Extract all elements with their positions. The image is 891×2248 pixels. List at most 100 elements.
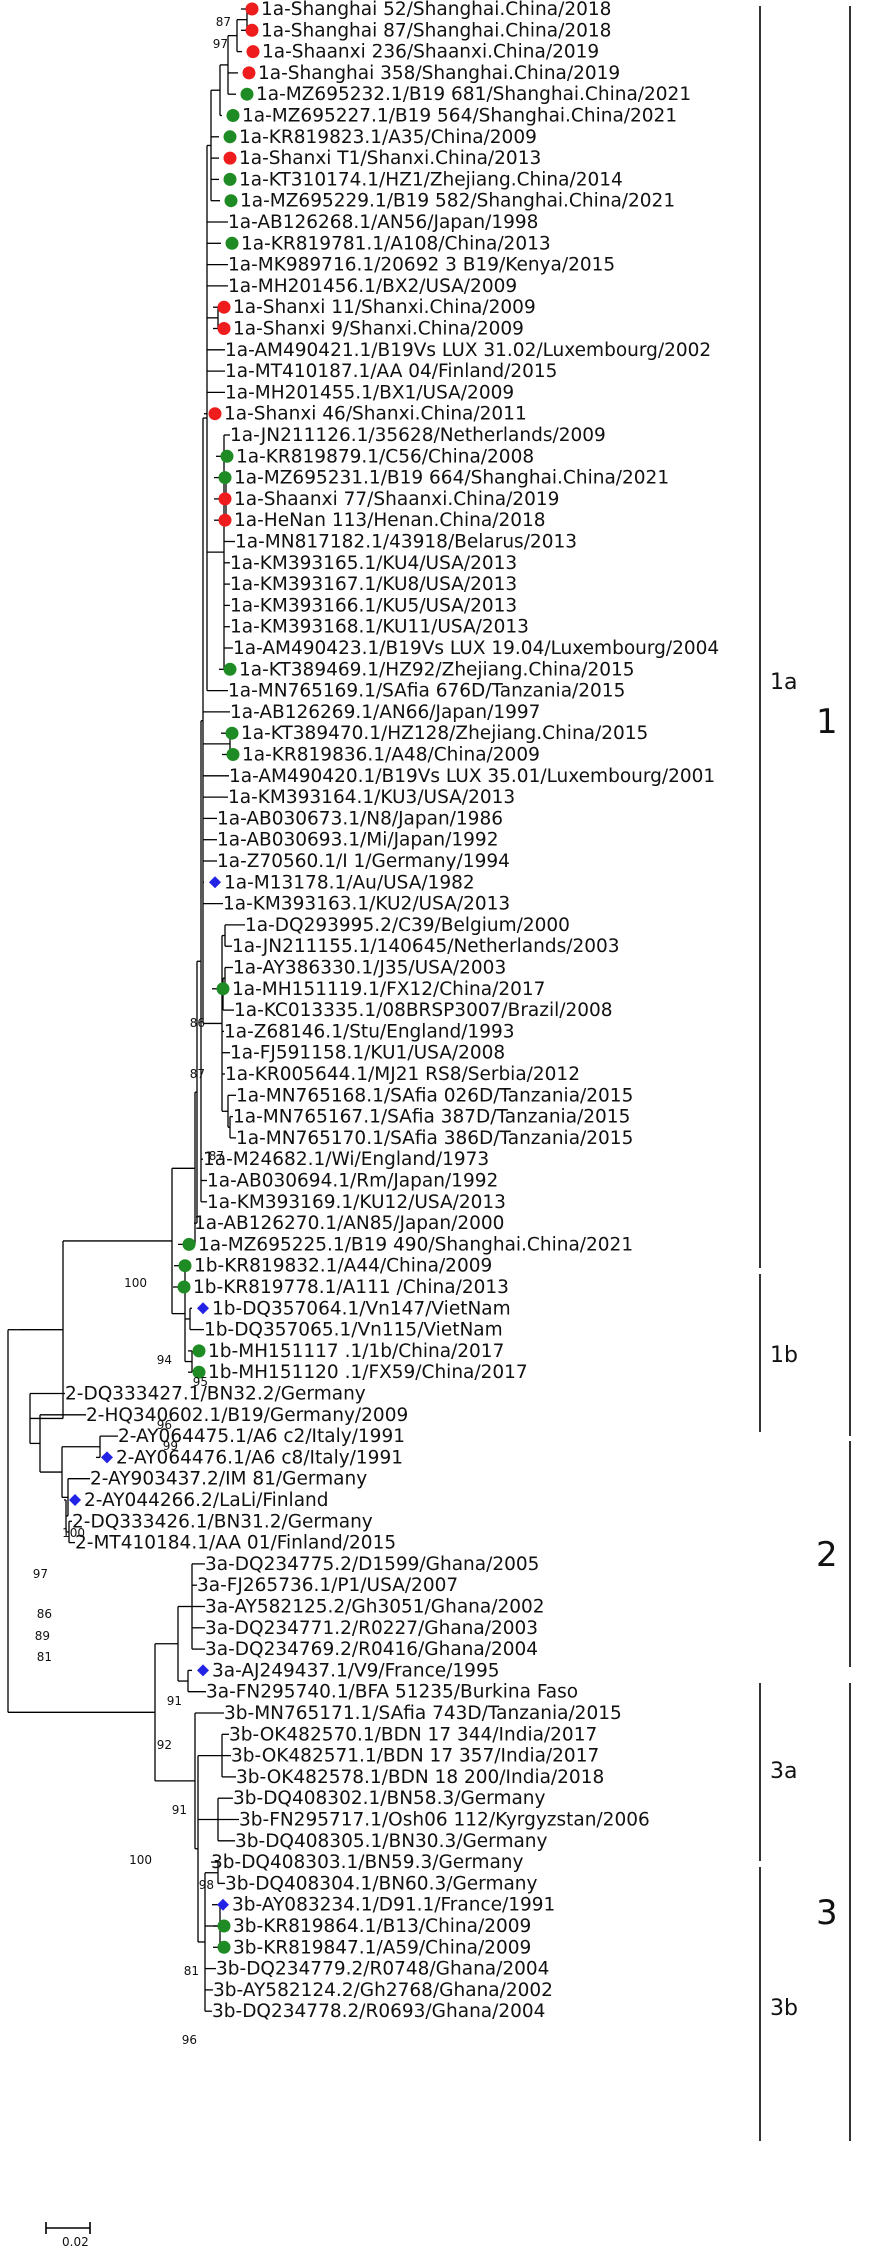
- list-item: 1a-JN211126.1/35628/Netherlands/2009: [230, 425, 606, 446]
- list-item: 3b-AY582124.2/Gh2768/Ghana/2002: [213, 1980, 553, 2001]
- leaf-label: 2-MT410184.1/AA 01/Finland/2015: [75, 1533, 396, 1554]
- leaf-label: 1a-KM393165.1/KU4/USA/2013: [230, 553, 517, 574]
- list-item: 3a-FN295740.1/BFA 51235/Burkina Faso: [206, 1682, 578, 1703]
- list-item: 1a-Shanghai 52/Shanghai.China/2018: [245, 0, 611, 20]
- bootstrap-value: 98: [199, 1878, 214, 1892]
- blue-diamond-icon: [69, 1494, 81, 1506]
- leaf-labels: 1a-Shanghai 52/Shanghai.China/20181a-Sha…: [65, 0, 719, 2022]
- bootstrap-value: 97: [33, 1567, 48, 1581]
- leaf-label: 1a-KR819836.1/A48/China/2009: [242, 745, 540, 766]
- list-item: 1b-MH151120 .1/FX59/China/2017: [192, 1362, 528, 1383]
- leaf-label: 1a-AM490423.1/B19Vs LUX 19.04/Luxembourg…: [233, 638, 719, 659]
- tree-branches: [7, 8, 248, 2012]
- leaf-label: 3b-OK482570.1/BDN 17 344/India/2017: [229, 1724, 597, 1745]
- list-item: 1a-Z68146.1/Stu/England/1993: [224, 1021, 515, 1042]
- leaf-label: 2-AY903437.2/IM 81/Germany: [90, 1469, 367, 1490]
- list-item: 1a-AB126269.1/AN66/Japan/1997: [230, 702, 540, 723]
- list-item: 1a-AY386330.1/J35/USA/2003: [233, 958, 506, 979]
- list-item: 1a-AM490420.1/B19Vs LUX 35.01/Luxembourg…: [229, 766, 715, 787]
- list-item: 1a-Z70560.1/I 1/Germany/1994: [217, 851, 510, 872]
- bootstrap-value: 100: [62, 1526, 85, 1540]
- leaf-label: 3b-KR819864.1/B13/China/2009: [233, 1916, 531, 1937]
- bootstrap-value: 81: [37, 1650, 52, 1664]
- green-circle-icon: [217, 1919, 231, 1933]
- leaf-label: 1a-Z68146.1/Stu/England/1993: [224, 1021, 515, 1042]
- leaf-label: 1a-JN211126.1/35628/Netherlands/2009: [230, 425, 606, 446]
- leaf-label: 1a-AB030693.1/Mi/Japan/1992: [217, 830, 498, 851]
- list-item: 1a-Shanghai 87/Shanghai.China/2018: [245, 20, 611, 41]
- list-item: 1a-Shanxi 11/Shanxi.China/2009: [217, 297, 536, 318]
- leaf-label: 1a-MZ695227.1/B19 564/Shanghai.China/202…: [242, 106, 677, 127]
- leaf-label: 1a-MN765168.1/SAfia 026D/Tanzania/2015: [236, 1085, 633, 1106]
- bootstrap-value: 87: [209, 1149, 224, 1163]
- list-item: 3a-FJ265736.1/P1/USA/2007: [197, 1575, 458, 1596]
- list-item: 1b-DQ357064.1/Vn147/VietNam: [197, 1298, 511, 1319]
- bootstrap-value: 81: [184, 1964, 199, 1978]
- list-item: 1b-KR819778.1/A111 /China/2013: [177, 1277, 509, 1298]
- leaf-label: 3b-AY083234.1/D91.1/France/1991: [232, 1895, 555, 1916]
- leaf-label: 3b-DQ408304.1/BN60.3/Germany: [225, 1873, 538, 1894]
- scale-bar-label: 0.02: [62, 2235, 89, 2248]
- leaf-label: 3b-OK482571.1/BDN 17 357/India/2017: [231, 1746, 599, 1767]
- leaf-label: 1a-HeNan 113/Henan.China/2018: [234, 510, 546, 531]
- leaf-label: 2-HQ340602.1/B19/Germany/2009: [86, 1405, 408, 1426]
- red-circle-icon: [217, 322, 231, 335]
- leaf-label: 1a-KR819781.1/A108/China/2013: [241, 233, 551, 254]
- leaf-label: 3b-DQ408305.1/BN30.3/Germany: [235, 1831, 548, 1852]
- list-item: 2-AY064476.1/A6 c8/Italy/1991: [101, 1447, 403, 1468]
- bootstrap-value: 87: [190, 1067, 205, 1081]
- list-item: 3a-DQ234775.2/D1599/Ghana/2005: [205, 1554, 539, 1575]
- list-item: 1a-MH151119.1/FX12/China/2017: [216, 979, 545, 1000]
- leaf-label: 1a-AM490421.1/B19Vs LUX 31.02/Luxembourg…: [225, 340, 711, 361]
- green-circle-icon: [220, 449, 234, 463]
- leaf-label: 1a-KM393167.1/KU8/USA/2013: [230, 574, 517, 595]
- list-item: 1a-AM490421.1/B19Vs LUX 31.02/Luxembourg…: [225, 340, 711, 361]
- leaf-label: 1b-KR819832.1/A44/China/2009: [194, 1256, 492, 1277]
- red-circle-icon: [245, 23, 259, 37]
- leaf-label: 1a-DQ293995.2/C39/Belgium/2000: [245, 915, 570, 936]
- leaf-label: 1a-MH201456.1/BX2/USA/2009: [228, 276, 517, 297]
- list-item: 3b-FN295717.1/Osh06 112/Kyrgyzstan/2006: [239, 1810, 650, 1831]
- list-item: 1a-M13178.1/Au/USA/1982: [209, 872, 475, 893]
- red-circle-icon: [246, 45, 260, 59]
- list-item: 1a-KT310174.1/HZ1/Zhejiang.China/2014: [223, 169, 623, 190]
- bootstrap-value: 94: [157, 1353, 172, 1367]
- list-item: 3b-KR819847.1/A59/China/2009: [217, 1937, 531, 1958]
- bootstrap-value: 96: [182, 2033, 197, 2047]
- leaf-label: 3b-OK482578.1/BDN 18 200/India/2018: [236, 1767, 604, 1788]
- list-item: 1a-MZ695231.1/B19 664/Shanghai.China/202…: [218, 468, 669, 489]
- green-circle-icon: [217, 1940, 231, 1954]
- red-circle-icon: [218, 492, 232, 506]
- list-item: 1a-MZ695232.1/B19 681/Shanghai.China/202…: [240, 84, 691, 105]
- red-circle-icon: [245, 2, 259, 16]
- leaf-label: 1a-MZ695232.1/B19 681/Shanghai.China/202…: [256, 84, 691, 105]
- leaf-label: 1a-Shanghai 52/Shanghai.China/2018: [261, 0, 611, 20]
- list-item: 3b-DQ234779.2/R0748/Ghana/2004: [216, 1959, 549, 1980]
- list-item: 1a-MH201455.1/BX1/USA/2009: [225, 382, 514, 403]
- green-circle-icon: [223, 172, 237, 186]
- red-circle-icon: [242, 66, 256, 80]
- green-circle-icon: [225, 726, 239, 740]
- list-item: 1a-KT389470.1/HZ128/Zhejiang.China/2015: [225, 723, 648, 744]
- leaf-label: 1a-KT389469.1/HZ92/Zhejiang.China/2015: [239, 659, 635, 680]
- red-circle-icon: [217, 300, 231, 314]
- leaf-label: 1b-MH151120 .1/FX59/China/2017: [208, 1362, 528, 1383]
- leaf-label: 2-DQ333427.1/BN32.2/Germany: [65, 1384, 366, 1405]
- list-item: 1a-KC013335.1/08BRSP3007/Brazil/2008: [234, 1000, 613, 1021]
- green-circle-icon: [192, 1344, 206, 1358]
- list-item: 1a-Shanxi T1/Shanxi.China/2013: [223, 148, 541, 169]
- list-item: 1a-KM393164.1/KU3/USA/2013: [228, 787, 515, 808]
- leaf-label: 1a-Shanxi 9/Shanxi.China/2009: [233, 319, 524, 340]
- leaf-label: 1a-Z70560.1/I 1/Germany/1994: [217, 851, 510, 872]
- leaf-label: 3a-FJ265736.1/P1/USA/2007: [197, 1575, 458, 1596]
- list-item: 3b-DQ408305.1/BN30.3/Germany: [235, 1831, 548, 1852]
- list-item: 1a-KM393165.1/KU4/USA/2013: [230, 553, 517, 574]
- leaf-label: 1a-KT389470.1/HZ128/Zhejiang.China/2015: [241, 723, 648, 744]
- scale-bar: 0.02: [45, 2222, 91, 2248]
- genotype-label-1a: 1a: [770, 670, 797, 695]
- bootstrap-value: 100: [124, 1276, 147, 1290]
- bootstrap-value: 86: [37, 1607, 52, 1621]
- list-item: 1a-AB126268.1/AN56/Japan/1998: [228, 212, 538, 233]
- leaf-label: 2-DQ333426.1/BN31.2/Germany: [72, 1511, 373, 1532]
